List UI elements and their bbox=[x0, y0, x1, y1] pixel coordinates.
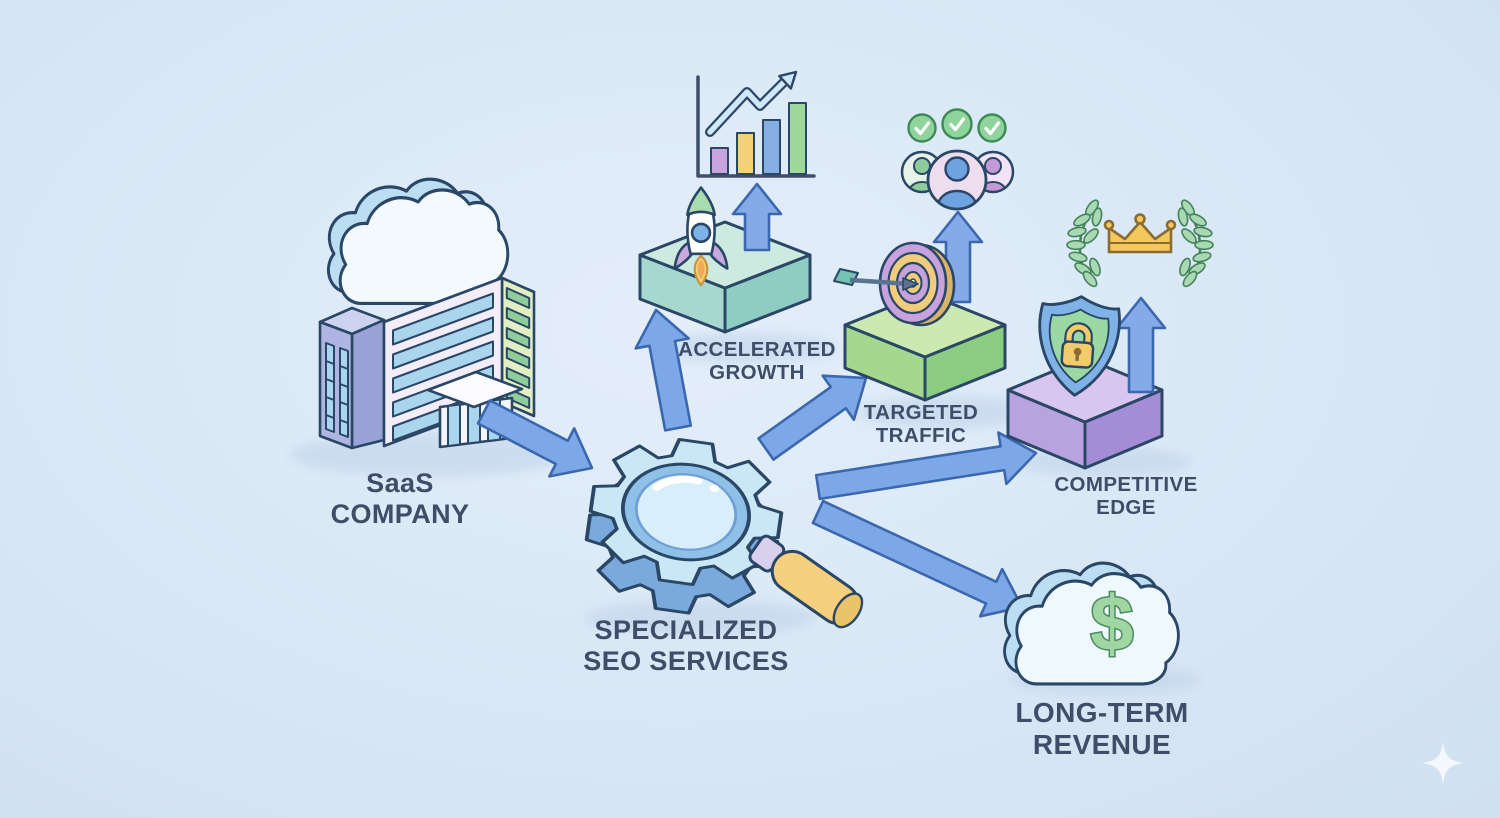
bar-chart-icon bbox=[696, 70, 816, 178]
dollar-cloud-icon: $ bbox=[1002, 561, 1180, 686]
sparkle-icon bbox=[1421, 741, 1465, 785]
trend-arrow-icon bbox=[705, 70, 798, 137]
gear-magnifier-icon bbox=[576, 426, 864, 629]
shield-lock-crown-icon bbox=[1006, 198, 1213, 470]
label-accelerated-growth: ACCELERATED GROWTH bbox=[678, 338, 836, 384]
laurel-crown-icon bbox=[1067, 198, 1213, 288]
label-saas-company: SaaS COMPANY bbox=[331, 468, 470, 529]
magnifier-handle bbox=[748, 534, 864, 629]
arrow-seo-to-revenue bbox=[811, 499, 1024, 618]
lens-icon bbox=[634, 473, 738, 551]
label-line: COMPANY bbox=[330, 498, 470, 529]
label-line: ACCELERATED bbox=[678, 338, 836, 361]
up-arrow-icon bbox=[731, 182, 783, 252]
ground-shadows bbox=[290, 332, 1200, 694]
shield-lock-icon bbox=[1038, 295, 1121, 397]
tower-windows bbox=[325, 342, 349, 438]
label-line: COMPETITIVE bbox=[1054, 473, 1198, 496]
label-seo-services: SPECIALIZED SEO SERVICES bbox=[583, 615, 788, 676]
label-line: EDGE bbox=[1096, 496, 1156, 520]
arrow-seo-to-growth bbox=[634, 308, 693, 432]
arrow-seo-to-traffic bbox=[757, 374, 868, 461]
target-icon bbox=[833, 241, 956, 327]
bullseye-audience-icon bbox=[833, 108, 1015, 402]
label-line: GROWTH bbox=[709, 361, 805, 385]
label-line: SEO SERVICES bbox=[583, 645, 789, 676]
dollar-icon: $ bbox=[1090, 579, 1133, 667]
audience-icon bbox=[900, 108, 1015, 211]
connector-arrows bbox=[476, 308, 1038, 618]
label-long-term-revenue: LONG-TERM REVENUE bbox=[1015, 697, 1188, 760]
rocket-icon bbox=[673, 186, 729, 287]
label-line: REVENUE bbox=[1032, 728, 1172, 760]
arrow-saas-to-seo bbox=[476, 399, 594, 478]
label-competitive-edge: COMPETITIVE EDGE bbox=[1054, 473, 1197, 519]
check-icons bbox=[907, 108, 1007, 143]
crown-icon bbox=[1103, 213, 1177, 254]
padlock-icon bbox=[1060, 322, 1095, 369]
label-line: SaaS bbox=[366, 468, 434, 498]
dart-icon bbox=[833, 268, 919, 291]
side-windows bbox=[505, 287, 531, 409]
label-line: TARGETED bbox=[863, 401, 979, 424]
label-line: LONG-TERM bbox=[1015, 697, 1189, 728]
label-line: SPECIALIZED bbox=[594, 615, 778, 645]
rocket-bar-chart-icon bbox=[638, 70, 816, 334]
building-icon bbox=[318, 276, 536, 450]
platform-mint bbox=[638, 220, 812, 334]
arrow-seo-to-edge bbox=[814, 431, 1038, 501]
label-targeted-traffic: TARGETED TRAFFIC bbox=[864, 401, 978, 447]
label-line: TRAFFIC bbox=[875, 424, 967, 448]
up-arrow-icon bbox=[1115, 296, 1167, 394]
